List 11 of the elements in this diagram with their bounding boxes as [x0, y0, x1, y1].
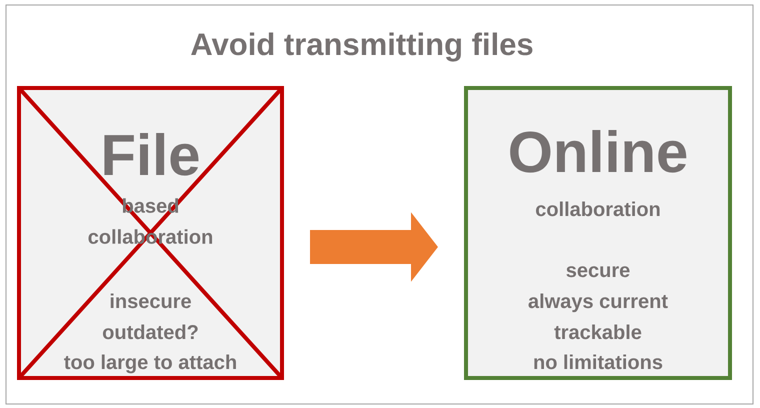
box-heading: File — [104, 132, 198, 176]
box-text: insecure — [110, 294, 191, 308]
box-text: always current — [528, 294, 668, 312]
title: Avoid transmitting files — [191, 32, 532, 62]
box-text: collaboration — [536, 202, 660, 216]
box-text: outdated? — [102, 324, 198, 340]
box-text: no limitations — [534, 354, 662, 370]
box-text: secure — [566, 266, 630, 278]
box-text: trackable — [554, 324, 642, 340]
box-text: too large to attach — [64, 354, 236, 374]
box-heading: Online — [510, 130, 686, 173]
